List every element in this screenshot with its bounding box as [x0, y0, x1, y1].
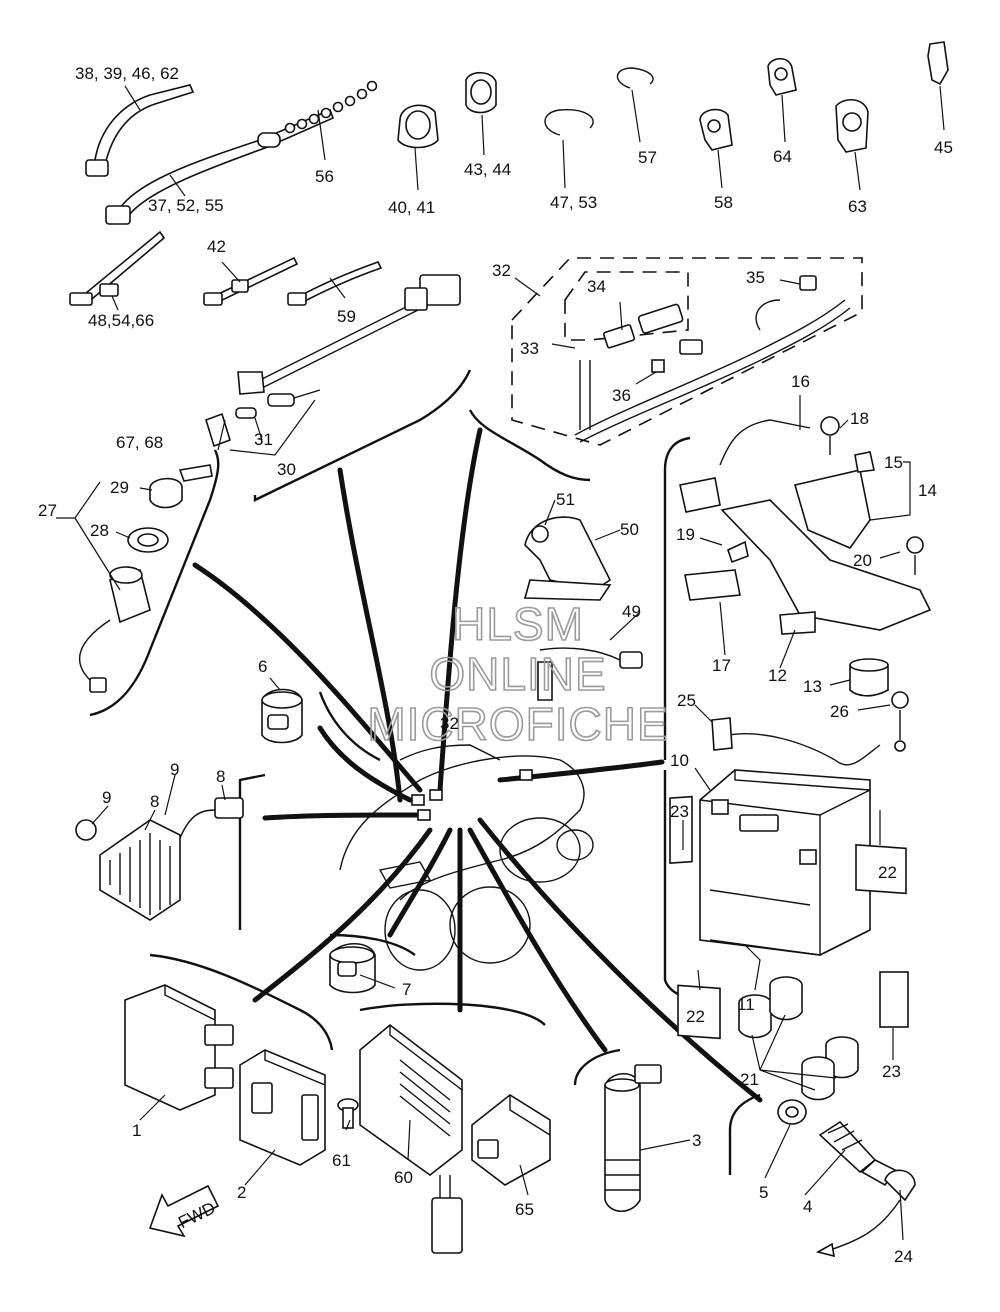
- label-6: 6: [258, 657, 267, 676]
- label-2: 2: [237, 1183, 246, 1202]
- bracket-sensor: [523, 516, 643, 701]
- harness-lines: [192, 427, 763, 1103]
- label-7: 7: [402, 980, 411, 999]
- group-brackets: [89, 369, 761, 1175]
- label-63: 63: [848, 197, 867, 216]
- label-28: 28: [90, 521, 109, 540]
- label-51: 51: [556, 490, 575, 509]
- label-48-54-66: 48,54,66: [88, 311, 154, 330]
- top-row-parts: [69, 41, 949, 306]
- label-27: 27: [38, 501, 57, 520]
- label-25: 25: [677, 691, 696, 710]
- label-34: 34: [587, 277, 606, 296]
- label-57: 57: [638, 148, 657, 167]
- battery-group: [669, 416, 932, 1101]
- label-56: 56: [315, 167, 334, 186]
- wire-harness-30: [205, 274, 461, 448]
- label-16: 16: [791, 372, 810, 391]
- label-23-a: 23: [670, 802, 689, 821]
- label-49: 49: [622, 602, 641, 621]
- label-5: 5: [759, 1183, 768, 1202]
- watermark-line2: ONLINE: [429, 648, 606, 700]
- label-40-41: 40, 41: [388, 198, 435, 217]
- watermark-line3: MICROFICHE: [367, 698, 668, 750]
- label-61: 61: [332, 1151, 351, 1170]
- label-13: 13: [803, 677, 822, 696]
- bead-chain: [257, 80, 378, 148]
- label-24: 24: [894, 1247, 913, 1266]
- main-switch-parts: [79, 464, 213, 693]
- label-11: 11: [737, 995, 755, 1014]
- watermark: HLSM ONLINE MICROFICHE: [367, 597, 669, 751]
- label-4: 4: [803, 1197, 812, 1216]
- watermark-line1: HLSM: [452, 598, 584, 650]
- label-19: 19: [676, 525, 695, 544]
- label-8-a: 8: [216, 767, 225, 786]
- label-8-b: 8: [150, 792, 159, 811]
- bottom-parts: [124, 942, 916, 1258]
- label-29: 29: [110, 478, 129, 497]
- label-18: 18: [850, 409, 869, 428]
- label-67-68: 67, 68: [116, 433, 163, 452]
- label-31: 31: [254, 430, 273, 449]
- label-12: 12: [768, 666, 787, 685]
- label-59: 59: [337, 307, 356, 326]
- left-side-parts: [75, 688, 303, 921]
- label-1: 1: [132, 1121, 141, 1140]
- label-45: 45: [934, 138, 953, 157]
- label-58: 58: [714, 193, 733, 212]
- label-14: 14: [918, 481, 937, 500]
- label-17: 17: [712, 656, 731, 675]
- label-47-53: 47, 53: [550, 193, 597, 212]
- label-20: 20: [853, 551, 872, 570]
- sub-harness-group: [511, 257, 863, 446]
- label-42: 42: [207, 237, 226, 256]
- leader-lines: [56, 85, 945, 1241]
- label-32-mid: 32: [440, 714, 459, 733]
- label-22-a: 22: [878, 863, 897, 882]
- label-33: 33: [520, 339, 539, 358]
- label-23-b: 23: [882, 1062, 901, 1081]
- label-22-b: 22: [686, 1007, 705, 1026]
- label-50: 50: [620, 520, 639, 539]
- label-35: 35: [746, 268, 765, 287]
- label-36: 36: [612, 386, 631, 405]
- label-3: 3: [692, 1131, 701, 1150]
- label-10: 10: [670, 751, 689, 770]
- label-65: 65: [515, 1200, 534, 1219]
- label-32-top: 32: [492, 261, 511, 280]
- label-60: 60: [394, 1168, 413, 1187]
- label-9-a: 9: [170, 760, 179, 779]
- label-15: 15: [884, 453, 903, 472]
- label-26: 26: [830, 702, 849, 721]
- label-43-44: 43, 44: [464, 160, 511, 179]
- label-38-39-46-62: 38, 39, 46, 62: [75, 64, 179, 83]
- label-37-52-55: 37, 52, 55: [148, 196, 224, 215]
- fwd-arrow: FWD: [148, 1184, 220, 1238]
- label-21: 21: [740, 1070, 759, 1089]
- part-labels: 38, 39, 46, 62 56 37, 52, 55 40, 41 43, …: [38, 64, 953, 1266]
- label-30: 30: [277, 460, 296, 479]
- label-9-b: 9: [102, 788, 111, 807]
- vehicle-outline: [339, 744, 594, 971]
- label-64: 64: [773, 147, 792, 166]
